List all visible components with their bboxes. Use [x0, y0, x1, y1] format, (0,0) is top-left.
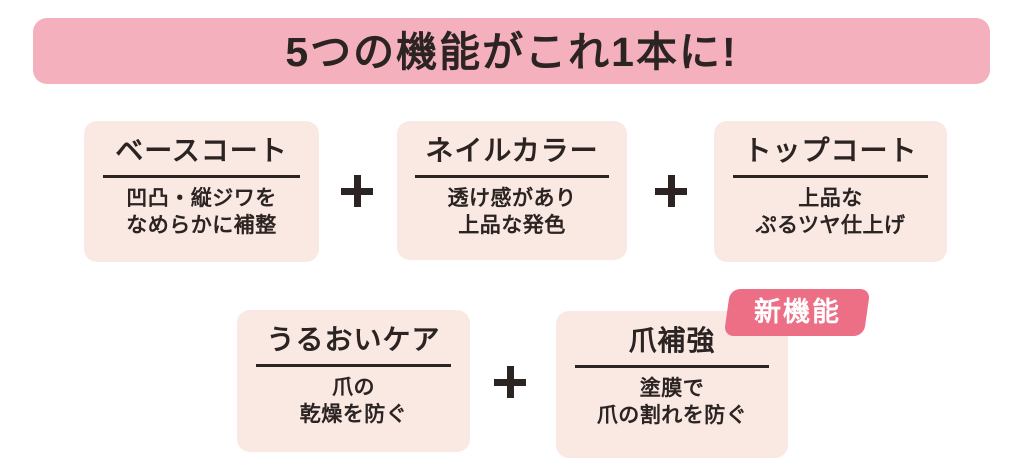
plus-icon	[655, 175, 687, 207]
new-feature-badge: 新機能	[723, 289, 871, 336]
feature-title: うるおいケア	[266, 324, 441, 355]
feature-title: トップコート	[743, 135, 918, 166]
feature-description-line1: 塗膜で	[639, 376, 705, 400]
feature-card-nail-color: ネイルカラー 透け感があり 上品な発色	[397, 121, 627, 260]
feature-description-line2: ぷるツヤ仕上げ	[755, 213, 906, 237]
feature-description-line2: 上品な発色	[458, 213, 566, 237]
feature-card-top-coat: トップコート 上品な ぷるツヤ仕上げ	[714, 121, 947, 262]
feature-description-line2: 乾燥を防ぐ	[299, 402, 408, 426]
divider	[574, 365, 770, 368]
feature-title: 爪補強	[628, 325, 716, 356]
feature-title: ネイルカラー	[425, 135, 599, 166]
plus-icon	[494, 366, 526, 398]
feature-description-line1: 透け感があり	[447, 186, 577, 210]
feature-description-line2: なめらかに補整	[126, 213, 277, 237]
divider	[255, 364, 452, 367]
feature-description: 透け感があり 上品な発色	[448, 185, 577, 240]
feature-description: 凹凸・縦ジワを なめらかに補整	[126, 185, 277, 240]
feature-description: 上品な ぷるツヤ仕上げ	[755, 185, 905, 240]
header-banner: 5つの機能がこれ1本に!	[33, 18, 990, 84]
new-feature-badge-label: 新機能	[753, 297, 841, 327]
feature-title: ベースコート	[115, 135, 288, 166]
feature-description-line1: 上品な	[798, 186, 863, 210]
plus-icon	[341, 175, 373, 207]
feature-description: 爪の 乾燥を防ぐ	[300, 374, 408, 429]
feature-card-base-coat: ベースコート 凹凸・縦ジワを なめらかに補整	[84, 121, 319, 262]
header-title: 5つの機能がこれ1本に!	[285, 28, 738, 75]
divider	[732, 175, 929, 178]
divider	[415, 175, 609, 178]
feature-description-line1: 爪の	[332, 375, 375, 399]
divider	[102, 175, 301, 178]
feature-card-moisture-care: うるおいケア 爪の 乾燥を防ぐ	[237, 310, 470, 452]
feature-description-line2: 爪の割れを防ぐ	[596, 403, 748, 427]
feature-description: 塗膜で 爪の割れを防ぐ	[597, 375, 748, 430]
feature-description-line1: 凹凸・縦ジワを	[126, 186, 277, 210]
